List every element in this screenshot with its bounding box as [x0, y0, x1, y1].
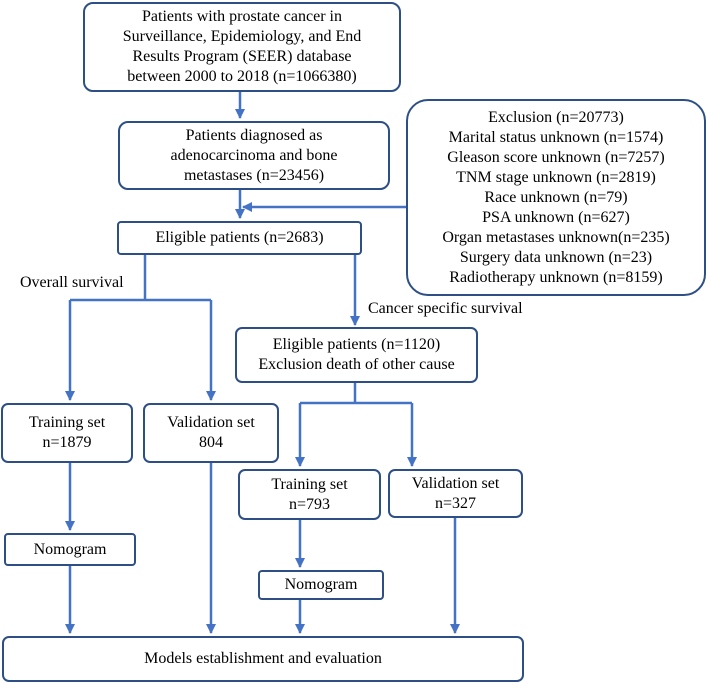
css-validation-line-2: n=327: [434, 494, 477, 512]
cancer-specific-survival-label: Cancer specific survival: [368, 300, 523, 317]
exclusion-line-1: Exclusion (n=20773): [488, 108, 624, 126]
eligible-box: Eligible patients (n=2683): [117, 221, 362, 255]
exclusion-line-3: Gleason score unknown (n=7257): [447, 148, 665, 166]
css-training-line-1: Training set: [271, 475, 348, 493]
css-nomogram-box: Nomogram: [258, 570, 384, 600]
exclusion-line-7: Organ metastases unknown(n=235): [442, 228, 670, 246]
os-nomogram-box: Nomogram: [4, 533, 136, 566]
exclusion-line-4: TNM stage unknown (n=2819): [456, 168, 656, 186]
exclusion-box: Exclusion (n=20773) Marital status unkno…: [406, 99, 706, 296]
exclusion-line-5: Race unknown (n=79): [484, 188, 628, 206]
seer-source-box: Patients with prostate cancer in Surveil…: [83, 2, 401, 92]
css-nomogram-text: Nomogram: [284, 576, 358, 593]
models-box: Models establishment and evaluation: [2, 636, 524, 682]
eligible-text: Eligible patients (n=2683): [155, 229, 324, 246]
models-text: Models establishment and evaluation: [144, 650, 382, 667]
css-validation-box: Validation set n=327: [388, 469, 523, 518]
exclusion-line-6: PSA unknown (n=627): [482, 208, 630, 226]
diagnosed-box: Patients diagnosed as adenocarcinoma and…: [118, 121, 390, 190]
os-validation-line-1: Validation set: [167, 414, 255, 431]
eligible-css-line-1: Eligible patients (n=1120): [272, 336, 441, 353]
overall-survival-label: Overall survival: [20, 274, 124, 291]
seer-line-4: between 2000 to 2018 (n=1066380): [127, 68, 357, 85]
os-training-line-2: n=1879: [42, 434, 92, 451]
css-validation-line-1: Validation set: [411, 474, 500, 492]
exclusion-line-2: Marital status unknown (n=1574): [448, 128, 664, 146]
diagnosed-line-2: adenocarcinoma and bone: [170, 146, 338, 164]
eligible-css-box: Eligible patients (n=1120) Exclusion dea…: [235, 327, 478, 383]
os-validation-line-2: 804: [199, 434, 223, 451]
eligible-css-line-2: Exclusion death of other cause: [258, 356, 455, 373]
seer-line-2: Surveillance, Epidemiology, and End: [122, 28, 362, 45]
exclusion-line-9: Radiotherapy unknown (n=8159): [449, 268, 663, 286]
diagnosed-line-1: Patients diagnosed as: [185, 126, 323, 144]
os-nomogram-text: Nomogram: [33, 540, 107, 558]
seer-line-1: Patients with prostate cancer in: [142, 8, 342, 25]
os-validation-box: Validation set 804: [143, 403, 279, 463]
os-training-line-1: Training set: [28, 414, 106, 431]
css-training-line-2: n=793: [288, 495, 331, 513]
os-training-box: Training set n=1879: [1, 403, 133, 463]
diagnosed-line-3: metastases (n=23456): [183, 166, 325, 184]
exclusion-line-8: Surgery data unknown (n=23): [459, 248, 653, 266]
seer-line-3: Results Program (SEER) database: [132, 48, 352, 65]
css-training-box: Training set n=793: [238, 469, 381, 520]
